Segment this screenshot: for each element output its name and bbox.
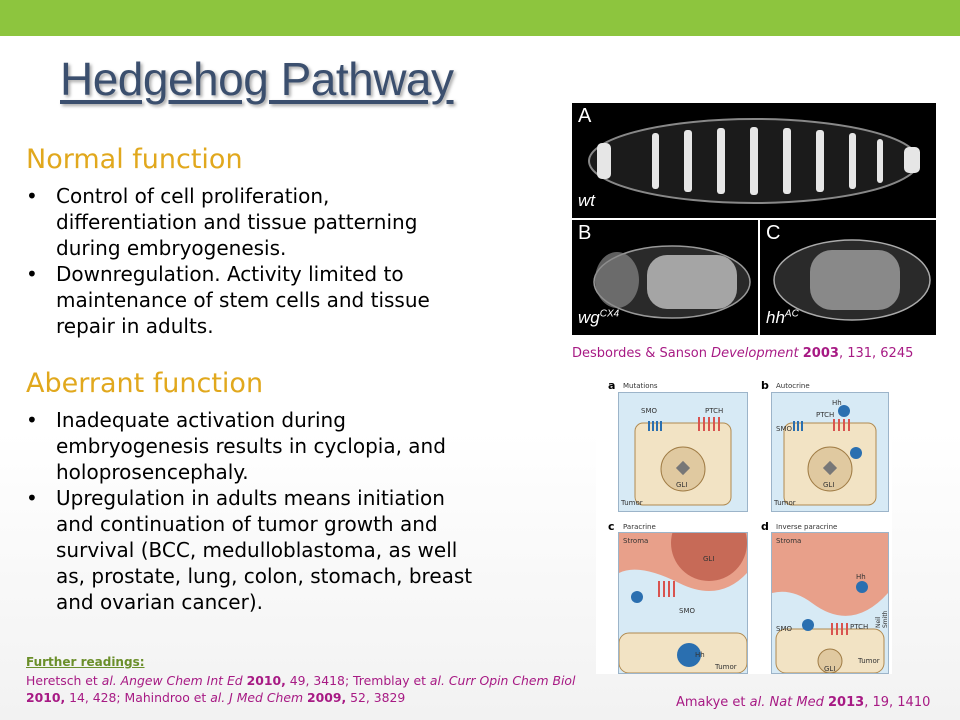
embryo-image-wt: A wt — [572, 103, 936, 218]
further-readings-text: Heretsch et al. Angew Chem Int Ed 2010, … — [26, 673, 576, 705]
figure-top-caption: Desbordes & Sanson Development 2003, 131… — [572, 346, 914, 361]
illustrator-credit: Neil Smith — [875, 610, 889, 628]
panel-c-diagram: Stroma GLI SMO Hh Tumor — [618, 532, 748, 674]
panel-b-genotype: wgCX4 — [578, 308, 620, 327]
embryo-image-hh: C hhAC — [760, 220, 936, 335]
list-item: •Inadequate activation during embryogene… — [26, 408, 446, 484]
panel-d-diagram: Stroma Hh SMO PTCH GLI Tumor — [771, 532, 889, 674]
panel-title-d: Inverse paracrine — [776, 523, 838, 531]
list-item: •Downregulation. Activity limited to mai… — [26, 262, 430, 338]
panel-b-label: B — [578, 222, 592, 244]
top-accent-bar — [0, 0, 960, 36]
panel-b-diagram: SMO PTCH Hh GLI Tumor — [771, 392, 889, 512]
panel-title-a: Mutations — [623, 382, 658, 390]
panel-c-genotype: hhAC — [766, 308, 799, 327]
normal-function-list: •Control of cell proliferation, differen… — [26, 183, 476, 339]
slide-title: Hedgehog Pathway — [60, 53, 454, 105]
list-item: •Control of cell proliferation, differen… — [26, 184, 418, 260]
embryo-image-wg: B wgCX4 — [572, 220, 758, 335]
panel-label-c: c — [608, 520, 615, 533]
panel-c-label: C — [766, 222, 781, 244]
panel-a-genotype: wt — [578, 191, 595, 210]
aberrant-function-list: •Inadequate activation during embryogene… — [26, 407, 481, 615]
panel-a-diagram: SMO PTCH GLI Tumor — [618, 392, 748, 512]
panel-a-label: A — [578, 105, 592, 127]
panel-title-c: Paracrine — [623, 523, 656, 531]
further-readings-heading: Further readings: — [26, 655, 145, 669]
panel-label-b: b — [761, 379, 769, 392]
panel-title-b: Autocrine — [776, 382, 810, 390]
panel-label-a: a — [608, 379, 616, 392]
figure-bottom-caption: Amakye et al. Nat Med 2013, 19, 1410 — [676, 695, 931, 710]
pathway-figure: a Mutations b Autocrine c Paracrine d In… — [596, 378, 892, 674]
list-item: •Upregulation in adults means initiation… — [26, 486, 473, 614]
aberrant-function-heading: Aberrant function — [26, 368, 264, 399]
panel-label-d: d — [761, 520, 769, 533]
normal-function-heading: Normal function — [26, 144, 243, 175]
